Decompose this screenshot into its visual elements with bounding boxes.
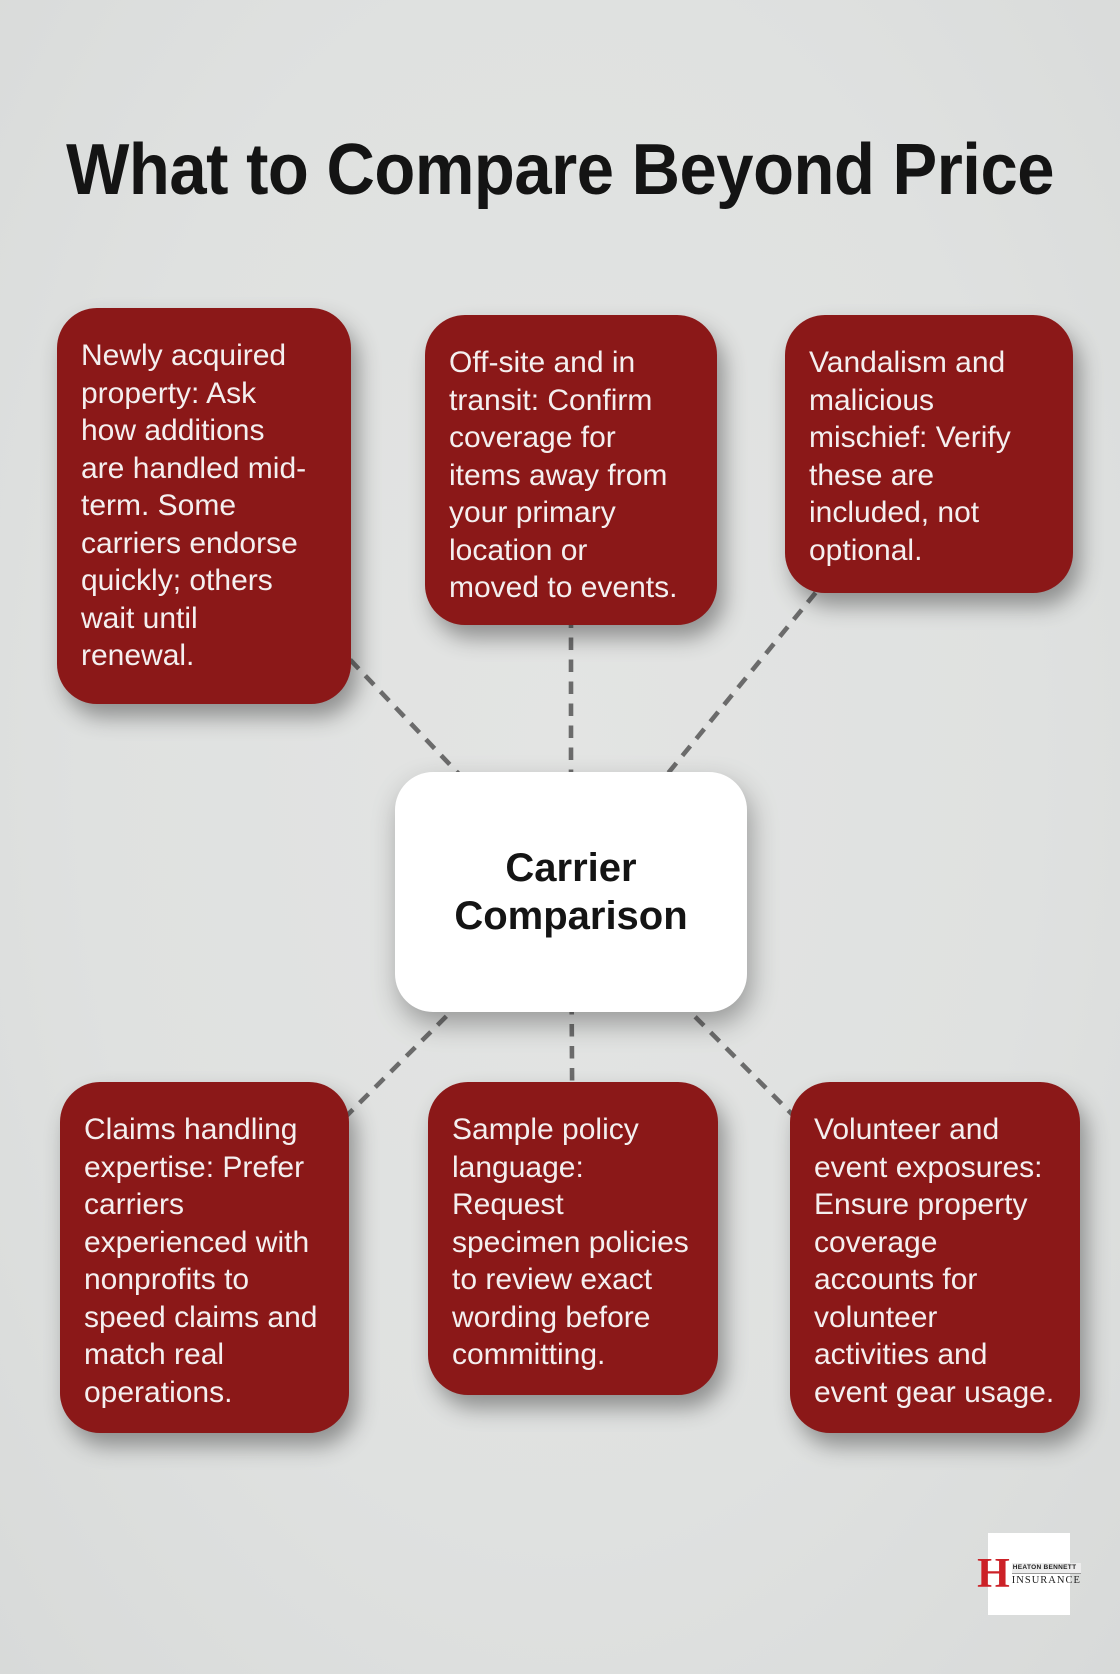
- node-newly-acquired-property: Newly acquired property: Ask how additio…: [57, 308, 351, 704]
- page-title: What to Compare Beyond Price: [0, 129, 1120, 211]
- node-vandalism-and-malicious-mischief: Vandalism and malicious mischief: Verify…: [785, 315, 1073, 593]
- logo-company-name: HEATON BENNETT: [1011, 1562, 1081, 1574]
- node-sample-policy-language: Sample policy language: Request specimen…: [428, 1082, 718, 1395]
- node-claims-handling-expertise: Claims handling expertise: Prefer carrie…: [60, 1082, 349, 1433]
- page-title-text: What to Compare Beyond Price: [66, 130, 1054, 211]
- logo-monogram: H: [977, 1551, 1010, 1597]
- node-text: Vandalism and malicious mischief: Verify…: [809, 346, 1011, 567]
- center-node-carrier-comparison: Carrier Comparison: [395, 772, 747, 1012]
- node-text: Claims handling expertise: Prefer carrie…: [84, 1113, 318, 1409]
- node-text: Volunteer and event exposures: Ensure pr…: [814, 1113, 1055, 1409]
- node-off-site-and-in-transit: Off-site and in transit: Confirm coverag…: [425, 315, 717, 625]
- node-text: Newly acquired property: Ask how additio…: [81, 339, 307, 672]
- node-text: Sample policy language: Request specimen…: [452, 1113, 689, 1371]
- logo-company-type: INSURANCE: [1011, 1574, 1081, 1586]
- node-volunteer-and-event-exposures: Volunteer and event exposures: Ensure pr…: [790, 1082, 1080, 1433]
- center-node-label: Carrier Comparison: [454, 846, 688, 938]
- node-text: Off-site and in transit: Confirm coverag…: [449, 346, 678, 604]
- brand-logo: H HEATON BENNETT INSURANCE: [977, 1533, 1081, 1615]
- brand-logo-lockup: H HEATON BENNETT INSURANCE: [977, 1553, 1081, 1595]
- logo-wordmark: HEATON BENNETT INSURANCE: [1011, 1562, 1081, 1586]
